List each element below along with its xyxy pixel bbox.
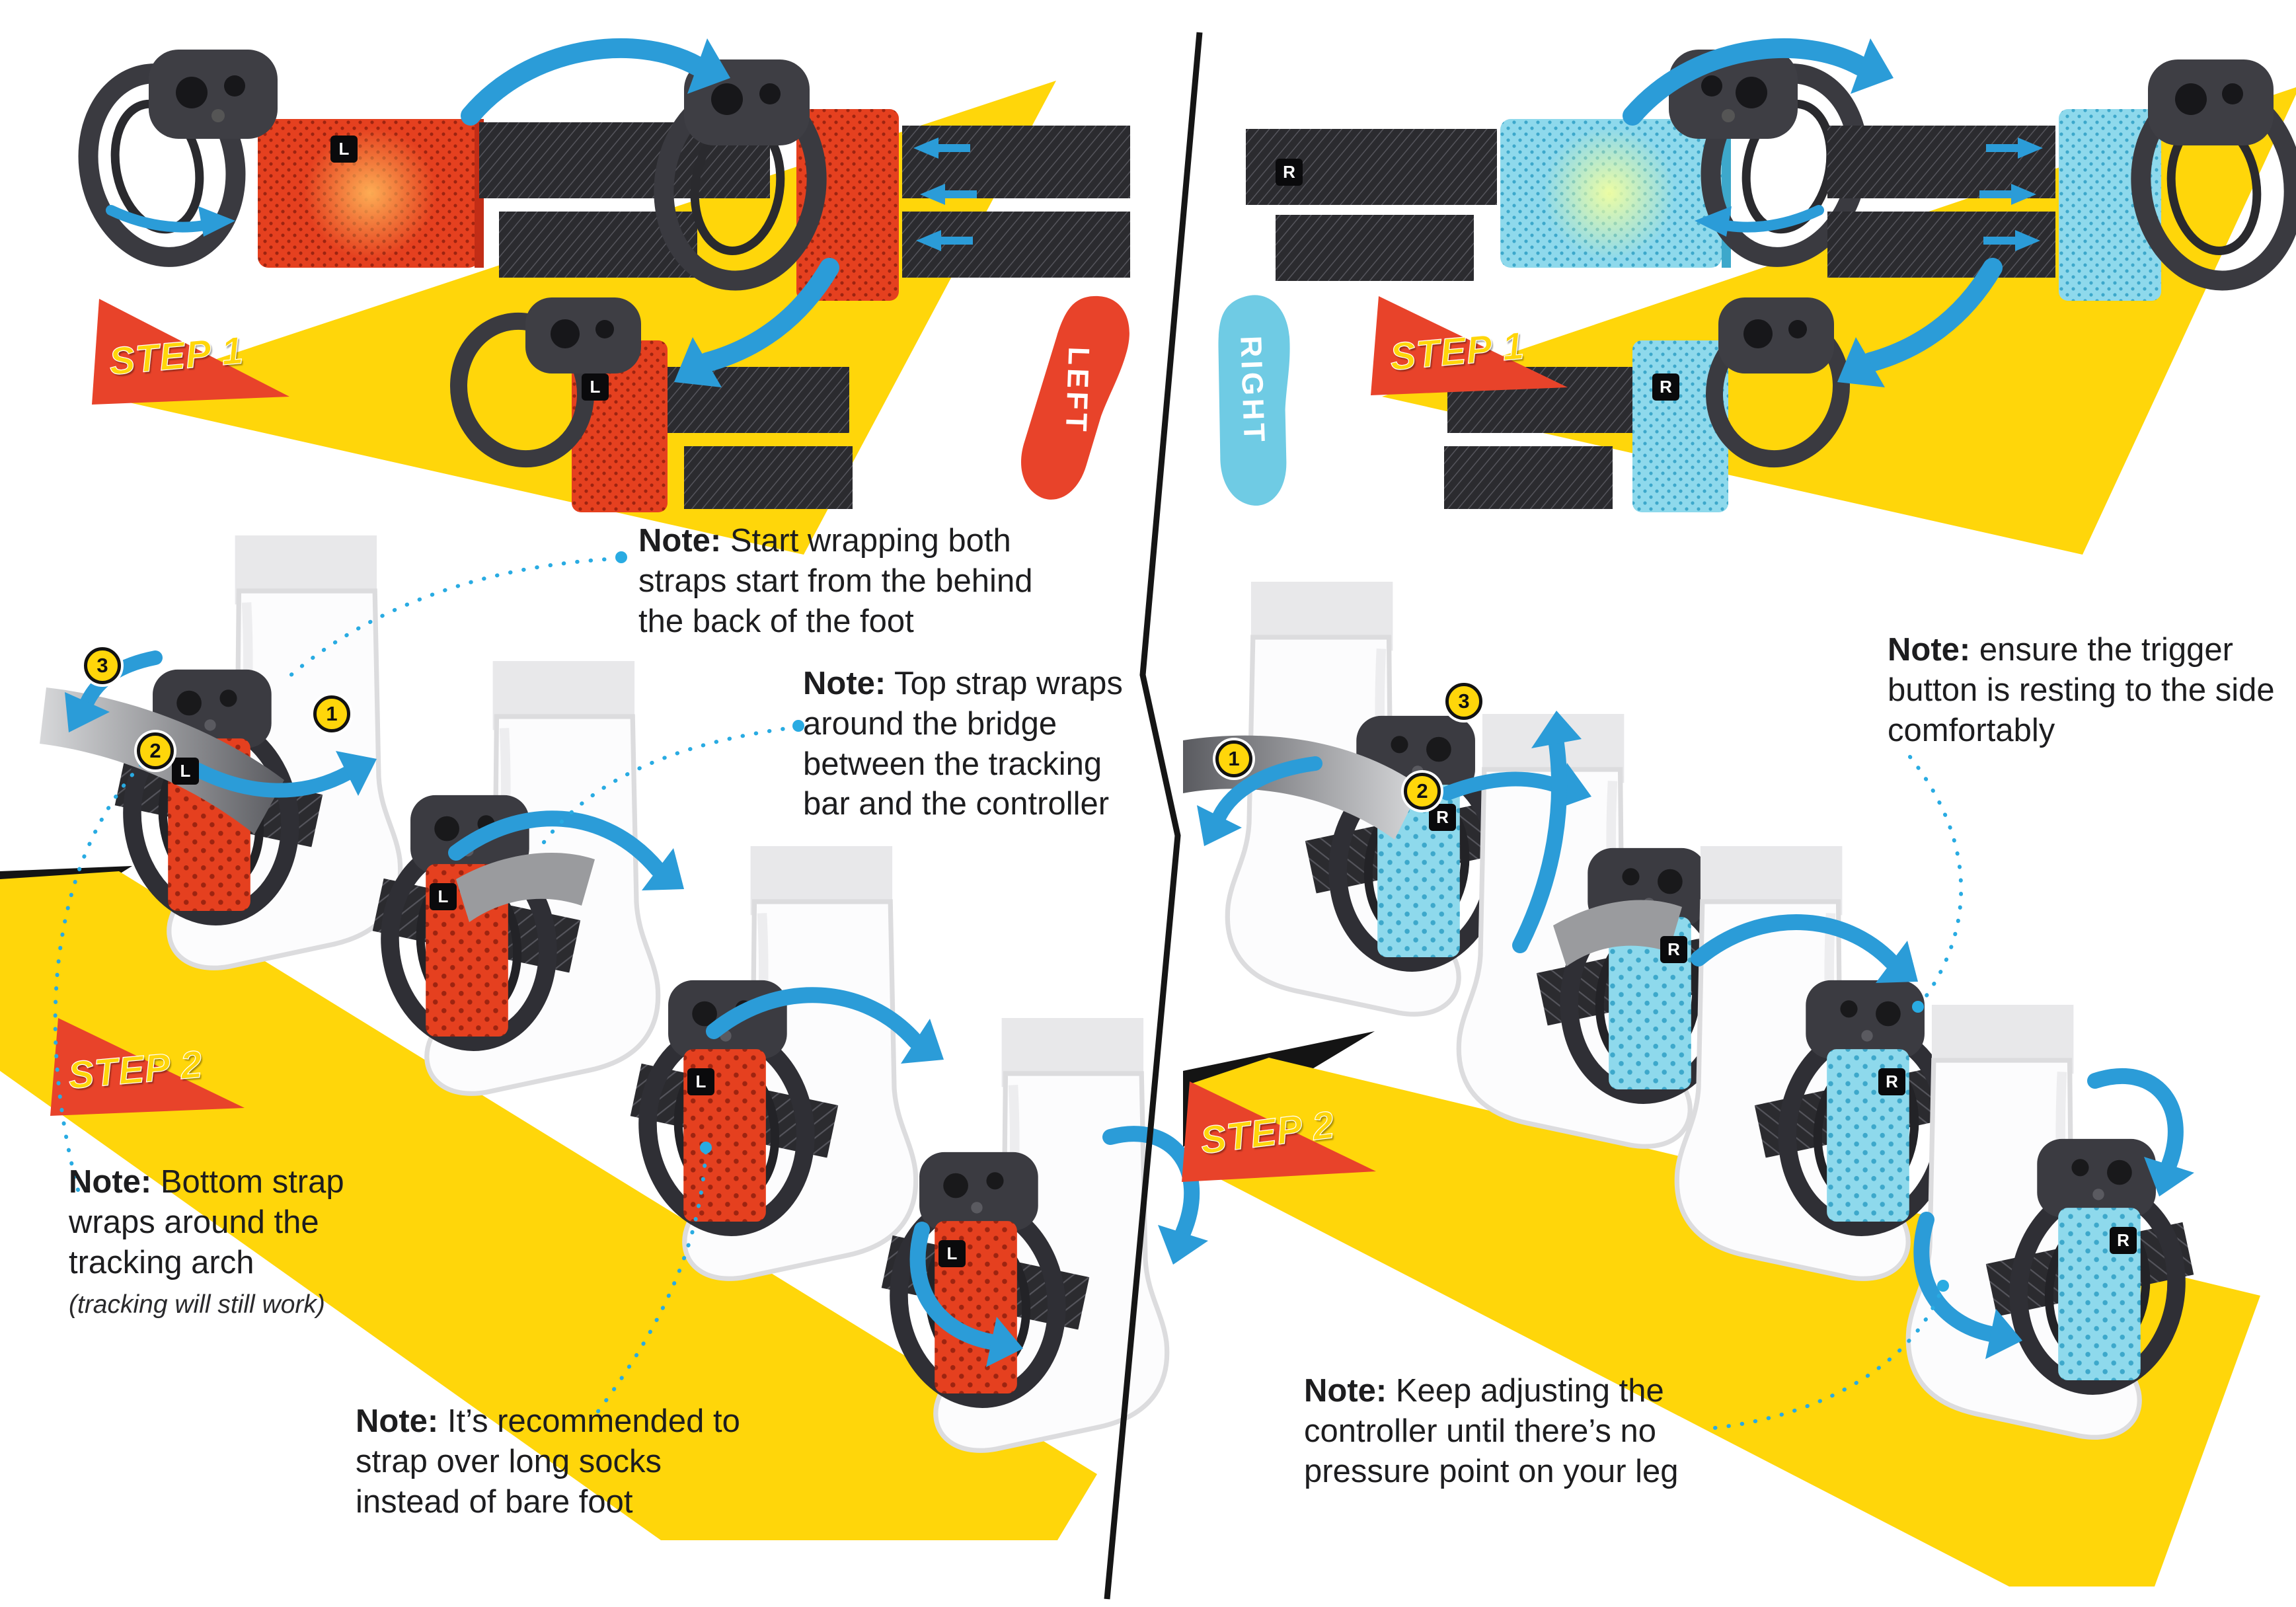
strap-tag: L [687,1068,714,1095]
arrow-icon [674,258,839,387]
strap-tag: L [330,136,358,163]
yellow-band [1190,1058,2260,1587]
note-label: Note: [1304,1373,1387,1409]
step-badge: 2 [137,732,174,769]
strap-tag: L [430,883,457,910]
right-step1-illustration [1246,38,2296,555]
right-foot-label: RIGHT [1234,335,1272,446]
arrow-icon [1102,1126,1208,1265]
step-badge: 3 [84,647,121,684]
arrow-icon [1695,205,1824,237]
step2-banner [50,1018,245,1116]
divider-line [1104,32,1203,1600]
arrow-icon [1837,258,2003,387]
controller-strap-flat [78,50,770,278]
note-bottom-strap: Note: Bottom strap wraps around the trac… [69,1162,379,1321]
note-wrap-start: Note: Start wrapping both straps start f… [638,521,1075,641]
arrow-icon [2087,1068,2194,1196]
note-label: Note: [69,1164,152,1200]
note-label: Note: [803,666,886,701]
step2-banner [1182,1081,1376,1182]
step-badge: 3 [1445,683,1482,720]
controller-strap-vertical [1827,59,2296,301]
left-step1-illustration [78,38,1130,555]
note-label: Note: [638,523,722,559]
note-text: It’s recommended to strap over long sock… [356,1403,740,1520]
arrow-icon [106,205,235,237]
strap-tag: R [1276,159,1303,186]
leader-lines [53,557,1964,1430]
controller-strap-vertical [654,59,1130,301]
strap-tag: R [1652,373,1679,401]
strap-tag: R [1660,936,1687,963]
note-text: Keep adjusting the controller until ther… [1304,1373,1679,1489]
strap-tag: R [2110,1227,2137,1254]
note-text: Bottom strap wraps around the tracking a… [69,1164,344,1280]
leader-line [53,748,157,1192]
note-text: Top strap wraps around the bridge betwee… [803,666,1123,822]
controller-strap-flat [1246,50,1868,281]
note-long-socks: Note: It’s recommended to strap over lon… [356,1401,746,1522]
left-foot-label: LEFT [1059,346,1096,436]
note-trigger: Note: ensure the trigger button is resti… [1888,630,2277,750]
strap-tag: L [582,373,609,401]
leader-line [282,557,620,683]
note-text: Start wrapping both straps start from th… [638,523,1033,639]
arrow-icon [1197,756,1322,846]
foot-with-controller [1677,846,1962,1278]
strap-tag: R [1429,804,1456,831]
arrow-icon [448,810,684,890]
leader-line [596,1148,708,1413]
arrow-icon [191,751,377,798]
note-pressure: Note: Keep adjusting the controller unti… [1304,1371,1740,1491]
step-badge: 1 [313,695,350,732]
leader-line [1908,755,1964,1007]
controller-strap-wrapped [1444,297,1850,512]
note-text: ensure the trigger button is resting to … [1888,632,2275,748]
note-top-strap: Note: Top strap wraps around the bridge … [803,664,1150,824]
arrow-icon [1512,711,1582,953]
arrow-icon [706,987,944,1064]
loose-strap [1553,900,1682,966]
note-label: Note: [1888,632,1971,668]
yellow-band [0,871,1097,1540]
controller-strap-wrapped [450,297,853,512]
step-badge: 2 [1404,773,1441,810]
arrow-icon [1913,1212,2022,1359]
arrow-icon [1623,38,1894,126]
loose-strap [456,853,595,922]
arrow-icon [461,38,730,126]
step1-banner [92,299,289,405]
arrow-icon [1691,914,1918,983]
strap-tag: R [1878,1068,1905,1095]
strap-tag: L [938,1240,966,1267]
strap-tag: L [172,758,199,785]
arrow-icon [909,1222,1023,1367]
step1-banner [1371,296,1568,395]
step-badge: 1 [1215,740,1252,777]
note-subtext: (tracking will still work) [69,1290,325,1319]
note-label: Note: [356,1403,439,1439]
